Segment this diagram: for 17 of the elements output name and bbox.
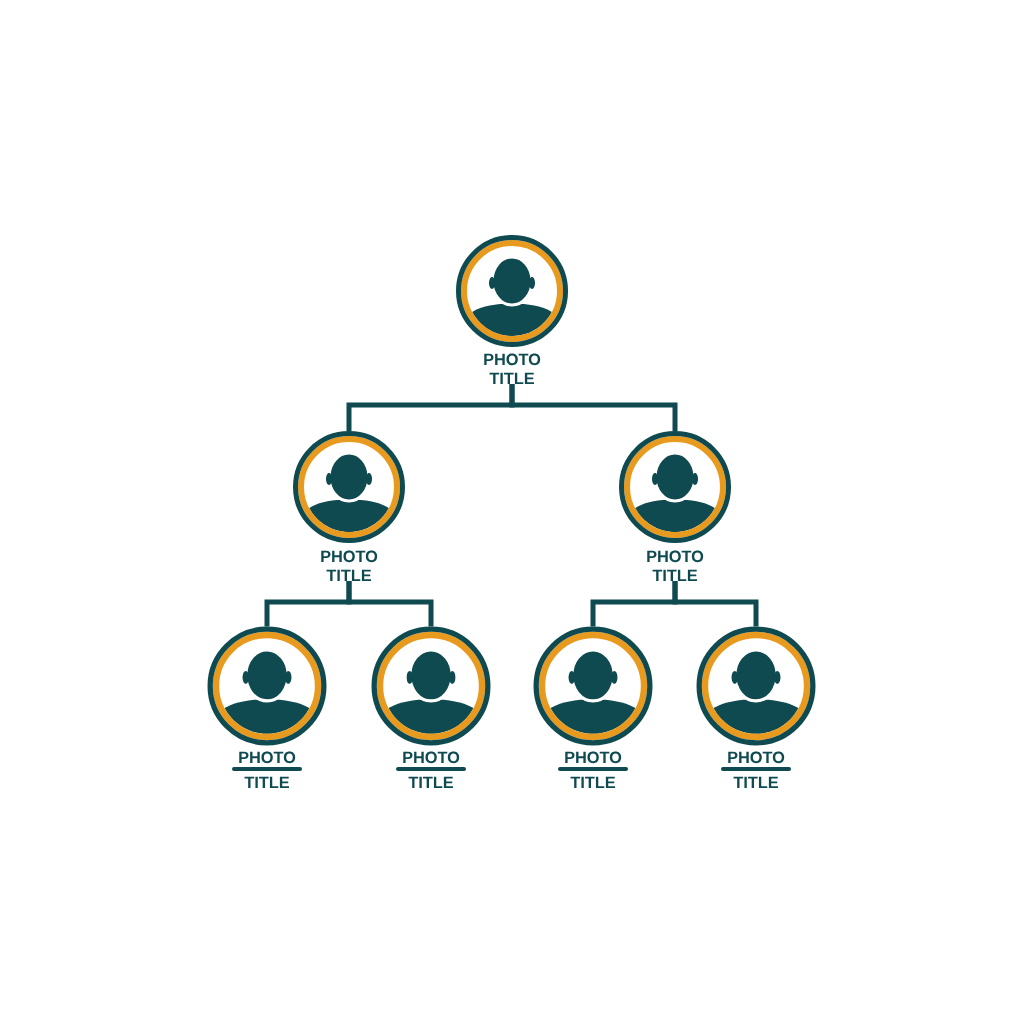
title-text: TITLE — [652, 569, 698, 581]
connector-line — [672, 581, 759, 627]
caption-text: PHOTO — [728, 751, 785, 764]
caption-text: PHOTO — [239, 751, 296, 764]
caption-text: PHOTO — [321, 550, 378, 563]
title-text: TITLE — [570, 776, 616, 788]
caption-text: PHOTO — [565, 751, 622, 764]
title-text: TITLE — [733, 776, 779, 788]
caption-text: PHOTO — [484, 353, 541, 366]
caption-text: PHOTO — [403, 751, 460, 764]
caption-text: PHOTO — [647, 550, 704, 563]
title-text: TITLE — [326, 569, 372, 581]
connector-line — [509, 384, 678, 431]
title-text: TITLE — [244, 776, 290, 788]
title-text: TITLE — [489, 372, 535, 384]
title-text: TITLE — [408, 776, 454, 788]
connector-line — [346, 581, 434, 627]
